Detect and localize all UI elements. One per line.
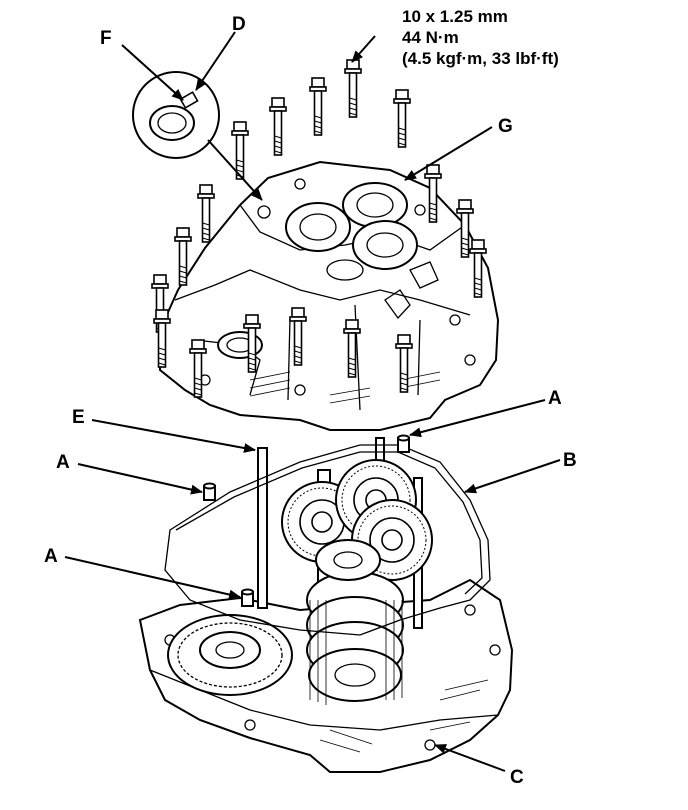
gear-shafts [257,437,433,705]
torque-spec-size: 10 x 1.25 mm [402,7,508,26]
gasket-outline [164,444,491,636]
label-a-upper: A [548,388,562,409]
label-b: B [563,450,577,471]
leader-lines [64,31,561,772]
label-d: D [232,14,246,35]
torque-spec-alt: (4.5 kgf·m, 33 lbf·ft) [402,49,559,68]
housing-bolt [309,77,327,136]
label-a-lower: A [44,546,58,567]
label-g: G [498,116,513,137]
label-e: E [72,407,85,428]
housing-bolt [344,59,362,118]
washer-detail-inset [132,71,263,201]
label-a-left: A [56,452,70,473]
label-f: F [100,28,112,49]
dowel-pins [203,434,410,607]
torque-spec-nm: 44 N·m [402,28,459,47]
housing-bolt [393,89,411,148]
housing-bolt [197,184,215,243]
housing-bolt [269,97,287,156]
label-c: C [510,767,524,788]
transmission-housing-upper [159,160,500,431]
